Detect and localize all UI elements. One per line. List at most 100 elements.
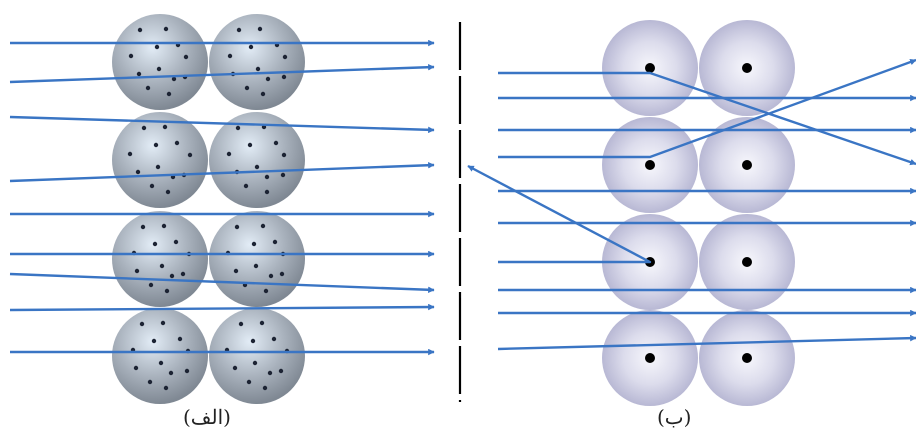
electron-dot bbox=[149, 183, 155, 189]
thomson-atom bbox=[112, 14, 208, 110]
electron-dot bbox=[257, 26, 263, 32]
alpha-particle-path bbox=[9, 115, 435, 134]
thomson-atom bbox=[209, 112, 305, 208]
electron-dot bbox=[171, 76, 177, 82]
atom-sphere bbox=[209, 211, 305, 307]
electron-dot bbox=[248, 44, 254, 50]
nucleus-dot bbox=[742, 63, 752, 73]
electron-dot bbox=[153, 142, 159, 148]
electron-dot bbox=[260, 223, 266, 229]
caption-left: (الف) bbox=[183, 405, 231, 429]
electron-dot bbox=[174, 140, 180, 146]
rutherford-atom bbox=[699, 310, 795, 406]
atom-sphere bbox=[112, 14, 208, 110]
electron-dot bbox=[151, 338, 157, 344]
rutherford-atom bbox=[699, 214, 795, 310]
nucleus-dot bbox=[645, 160, 655, 170]
rutherford-atom bbox=[602, 20, 698, 116]
electron-dot bbox=[238, 321, 244, 327]
electron-dot bbox=[253, 263, 259, 269]
electron-dot bbox=[233, 268, 239, 274]
electron-dot bbox=[156, 66, 162, 72]
electron-dot bbox=[278, 368, 284, 374]
thomson-atom bbox=[112, 308, 208, 404]
electron-dot bbox=[154, 44, 160, 50]
electron-dot bbox=[260, 91, 266, 97]
rutherford-atom bbox=[602, 117, 698, 213]
electron-dot bbox=[135, 169, 141, 175]
electron-dot bbox=[235, 125, 241, 131]
electron-dot bbox=[155, 164, 161, 170]
electron-dot bbox=[264, 174, 270, 180]
electron-dot bbox=[254, 164, 260, 170]
electron-dot bbox=[263, 288, 269, 294]
electron-dot bbox=[177, 336, 183, 342]
electron-dot bbox=[139, 321, 145, 327]
nucleus-dot bbox=[742, 353, 752, 363]
alpha-particle-paths bbox=[9, 39, 916, 356]
electron-dot bbox=[165, 189, 171, 195]
electron-dot bbox=[148, 282, 154, 288]
electron-dot bbox=[162, 124, 168, 130]
electron-dot bbox=[127, 151, 133, 157]
atom-sphere bbox=[209, 112, 305, 208]
alpha-particle-path bbox=[9, 63, 435, 84]
electron-dot bbox=[163, 26, 169, 32]
atom-sphere bbox=[112, 112, 208, 208]
electron-dot bbox=[268, 273, 274, 279]
alpha-particle-path bbox=[9, 161, 435, 183]
electron-dot bbox=[227, 53, 233, 59]
electron-dot bbox=[160, 320, 166, 326]
electron-dot bbox=[281, 152, 287, 158]
electron-dot bbox=[279, 271, 285, 277]
nucleus-dot bbox=[645, 63, 655, 73]
alpha-particle-path bbox=[467, 164, 652, 264]
electron-dot bbox=[267, 370, 273, 376]
electron-dot bbox=[140, 224, 146, 230]
electron-dot bbox=[281, 74, 287, 80]
atom-sphere bbox=[112, 308, 208, 404]
rutherford-atom-grid bbox=[602, 20, 795, 406]
electron-dot bbox=[282, 54, 288, 60]
rutherford-atom bbox=[699, 20, 795, 116]
electron-dot bbox=[265, 76, 271, 82]
electron-dot bbox=[247, 142, 253, 148]
electron-dot bbox=[251, 241, 257, 247]
electron-dot bbox=[234, 224, 240, 230]
electron-dot bbox=[180, 271, 186, 277]
electron-dot bbox=[141, 125, 147, 131]
electron-dot bbox=[159, 263, 165, 269]
electron-dot bbox=[246, 379, 252, 385]
electron-dot bbox=[252, 360, 258, 366]
electron-dot bbox=[273, 140, 279, 146]
electron-dot bbox=[183, 54, 189, 60]
electron-dot bbox=[243, 183, 249, 189]
atom-sphere bbox=[209, 14, 305, 110]
thomson-atom bbox=[112, 112, 208, 208]
electron-dot bbox=[184, 368, 190, 374]
electron-dot bbox=[187, 152, 193, 158]
electron-dot bbox=[272, 239, 278, 245]
electron-dot bbox=[264, 189, 270, 195]
electron-dot bbox=[169, 273, 175, 279]
electron-dot bbox=[173, 239, 179, 245]
electron-dot bbox=[128, 53, 134, 59]
electron-dot bbox=[137, 27, 143, 33]
electron-dot bbox=[232, 365, 238, 371]
rutherford-atom bbox=[602, 310, 698, 406]
electron-dot bbox=[244, 85, 250, 91]
nucleus-dot bbox=[742, 257, 752, 267]
rutherford-atom bbox=[699, 117, 795, 213]
electron-dot bbox=[161, 223, 167, 229]
electron-dot bbox=[259, 320, 265, 326]
electron-dot bbox=[250, 338, 256, 344]
electron-dot bbox=[133, 365, 139, 371]
atom-sphere bbox=[209, 308, 305, 404]
thomson-atom bbox=[209, 211, 305, 307]
electron-dot bbox=[262, 385, 268, 391]
electron-dot bbox=[226, 151, 232, 157]
electron-dot bbox=[280, 172, 286, 178]
electron-dot bbox=[152, 241, 158, 247]
electron-dot bbox=[164, 288, 170, 294]
